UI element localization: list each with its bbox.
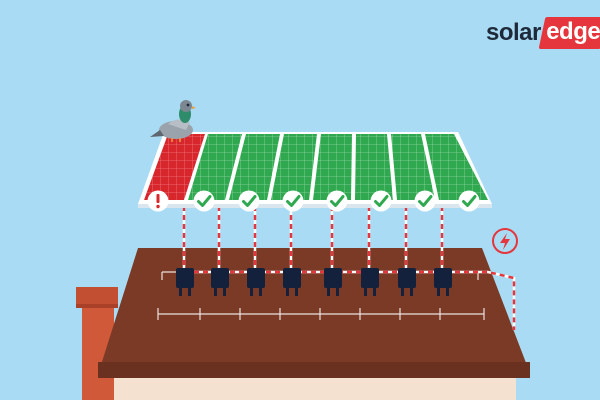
check-icon — [193, 190, 215, 212]
solar-panel — [229, 134, 280, 200]
optimizer — [434, 268, 452, 296]
optimizer — [211, 268, 229, 296]
solar-panel — [271, 134, 317, 200]
optimizer — [176, 268, 194, 296]
solar-array — [138, 132, 492, 208]
lightning-icon — [492, 228, 518, 254]
status-badges — [147, 190, 480, 212]
optimizer — [361, 268, 379, 296]
optimizer — [324, 268, 342, 296]
check-icon — [370, 190, 392, 212]
roof — [98, 248, 530, 378]
solar-panel — [425, 134, 488, 200]
optimizer — [247, 268, 265, 296]
cables — [176, 206, 516, 330]
optimizer — [398, 268, 416, 296]
optimizer — [283, 268, 301, 296]
logo-text-edge: edge — [538, 17, 600, 49]
solar-panel — [188, 134, 242, 200]
solar-panel-faulty — [144, 134, 205, 200]
solar-panel — [391, 134, 435, 200]
check-icon — [282, 190, 304, 212]
pigeon-icon — [150, 100, 196, 142]
logo-text-solar: solar — [486, 19, 541, 46]
check-icon — [458, 190, 480, 212]
solar-panel — [355, 134, 393, 200]
exclamation-icon — [147, 190, 169, 212]
solar-panel — [313, 134, 352, 200]
optimizers — [176, 268, 452, 296]
check-icon — [238, 190, 260, 212]
solaredge-logo: solar edge — [486, 17, 600, 49]
check-icon — [414, 190, 436, 212]
check-icon — [326, 190, 348, 212]
logo-text-edge-label: edge — [546, 18, 600, 45]
